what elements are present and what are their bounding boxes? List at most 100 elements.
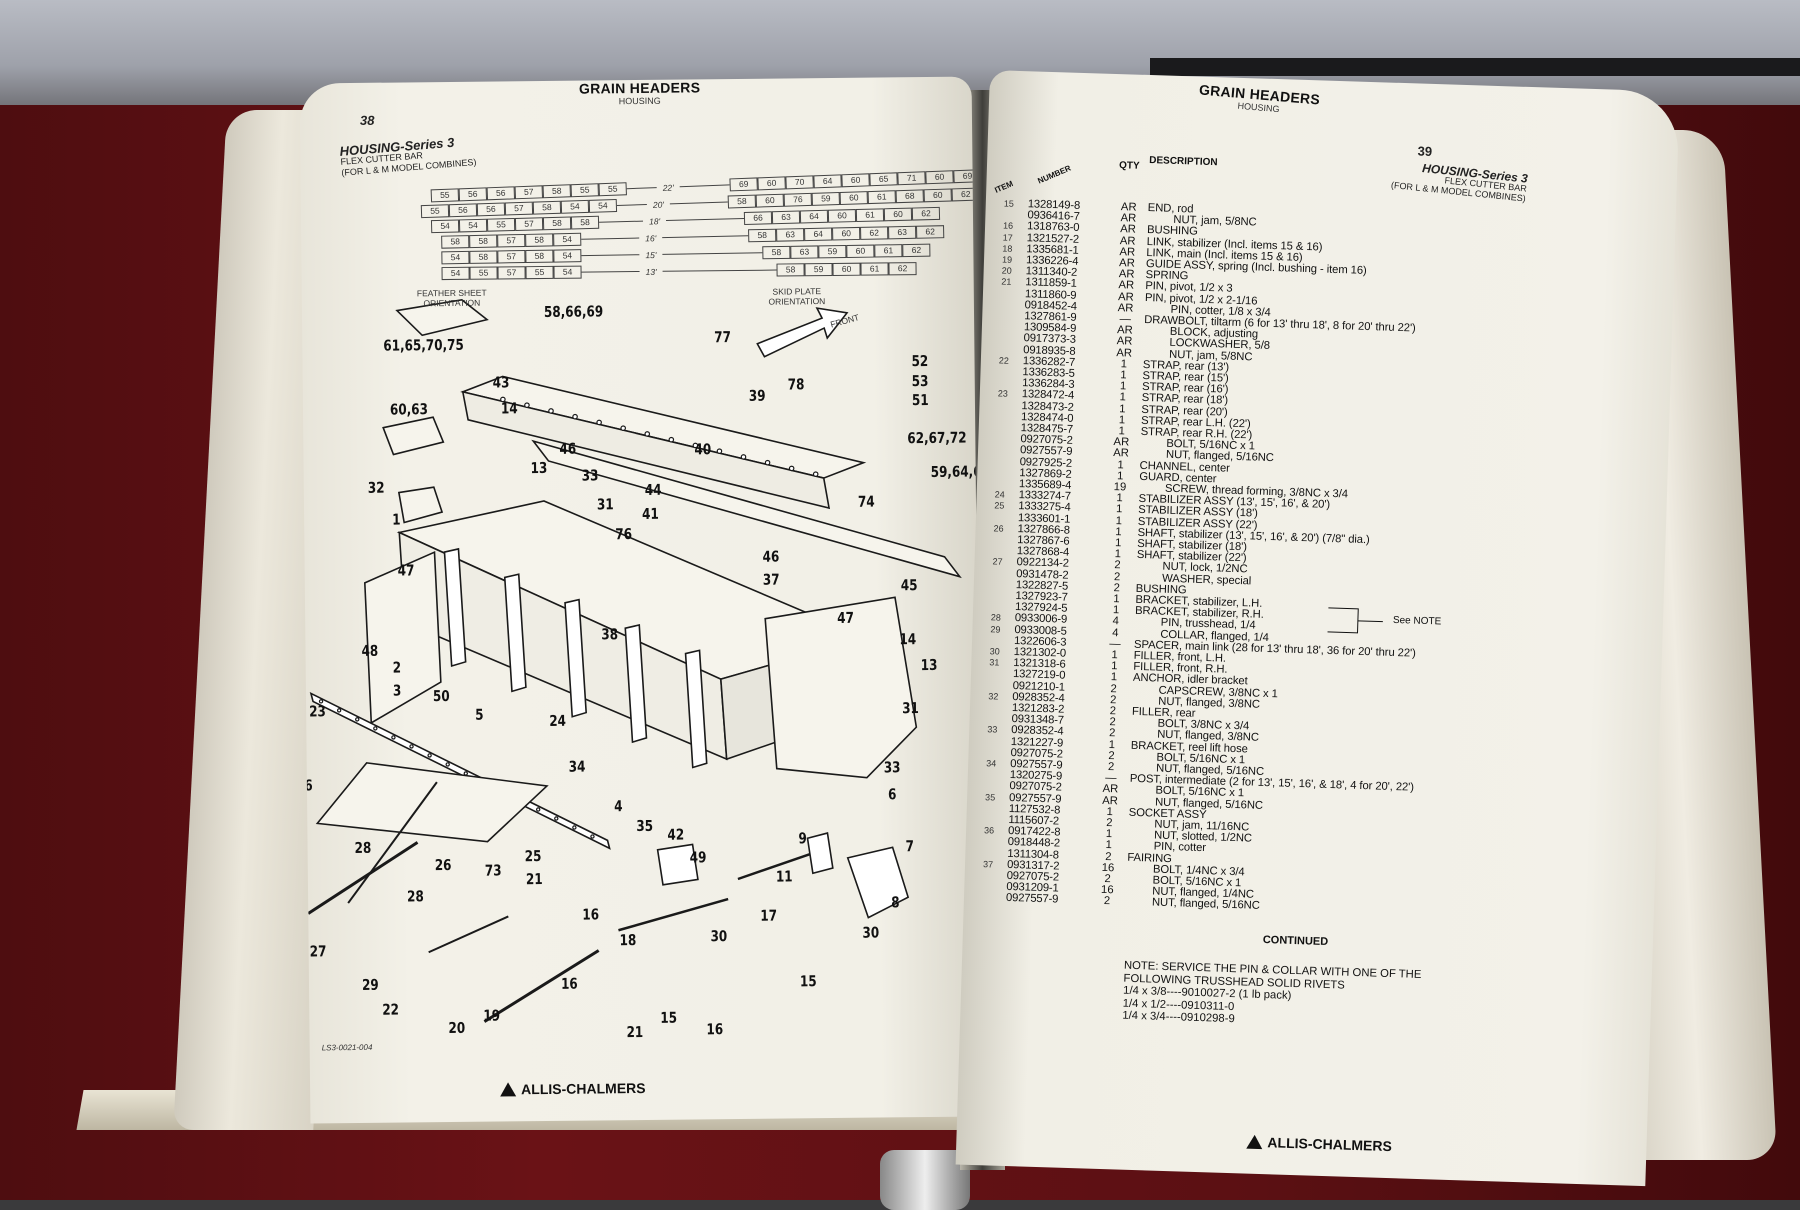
link [484,950,600,1021]
callout-number: 27 [310,945,327,960]
part-item: 26 [993,523,1003,535]
exploded-diagram [300,77,983,1124]
bolt-hole [813,472,817,476]
callout-number: 31 [902,701,919,716]
callout-number: 78 [788,377,805,392]
callout-number: 43 [493,376,510,391]
callout-number: 3 [393,683,402,698]
bolt-hole [410,745,413,748]
right-page: GRAIN HEADERS HOUSING 39 HOUSING-Series … [956,70,1680,1186]
bolt-hole [597,420,601,424]
rod [428,916,508,952]
callout-number: 5 [475,708,484,723]
callout-number: 38 [601,627,618,642]
part-item: 19 [1002,254,1012,266]
bolt-hole [464,772,467,775]
left-page: GRAIN HEADERS HOUSING 38 HOUSING-Series … [300,77,983,1124]
part-item: 34 [986,758,996,770]
part-item: 20 [1002,266,1012,278]
callout-number: 25 [524,849,541,864]
callout-number: 6 [888,787,897,802]
callout-number: 39 [749,389,766,404]
bolt-hole [446,763,449,766]
callout-number: 48 [362,643,379,658]
callout-number: 49 [690,850,707,865]
part-item: 24 [994,490,1004,502]
bolt-hole [428,754,431,757]
col-qty: QTY [1119,160,1140,172]
callout-number: 47 [397,564,414,579]
callout-number: 16 [561,977,578,992]
callout-number: 73 [484,864,501,879]
part-item: 23 [998,389,1008,401]
callout-number: 14 [501,401,518,416]
bolt-hole [621,426,625,430]
callout-number: 20 [448,1021,465,1036]
bolt-hole [717,449,721,453]
col-description: DESCRIPTION [1149,155,1218,168]
callout-number: 22 [382,1002,399,1017]
callout-number: 32 [368,480,385,495]
bolt-hole [765,460,769,464]
callout-number: 34 [568,759,585,774]
callout-number: 24 [549,714,566,729]
feather-sheet-label: FEATHER SHEET ORIENTATION [407,287,497,308]
callout-number: 7 [905,839,914,854]
bolt-hole [573,414,577,418]
callout-number: 23 [309,705,326,720]
callout-number: 46 [762,550,779,565]
callout-number: 9 [799,832,808,847]
bolt-hole [549,409,553,413]
callout-number: 33 [581,469,598,484]
callout-number: 53 [912,374,929,389]
callout-number: 13 [531,461,548,476]
callout-number: 47 [838,611,855,626]
bolt-hole [741,455,745,459]
callout-number: 41 [642,507,659,522]
bolt-hole [645,432,649,436]
part-item: 36 [984,825,994,837]
bolt-hole [789,466,793,470]
main-link [618,899,728,930]
bolt-hole [573,826,576,829]
callout-number: 52 [912,354,929,369]
callout-number: 42 [668,827,685,842]
allis-chalmers-logo-icon [1246,1135,1262,1149]
callout-number: 29 [362,977,379,992]
plate [383,417,443,455]
right-logo: ALLIS-CHALMERS [1246,1134,1392,1155]
col-number: NUMBER [1036,164,1072,186]
continued-label: CONTINUED [1263,934,1329,948]
callout-number: 21 [626,1025,643,1040]
callout-number: 30 [863,925,880,940]
callout-number: 74 [858,495,875,510]
callout-number: 26 [435,858,452,873]
callout-number: 45 [900,578,917,593]
part-item: 35 [985,792,995,804]
bolt-hole [392,736,395,739]
callout-number: 77 [714,330,731,345]
callout-number: 15 [800,974,817,989]
part-qty: 2 [1092,896,1122,908]
part-item: 15 [1004,199,1014,211]
part-item: 28 [991,613,1001,625]
part-description: NUT, flanged, 5/16NC [1152,898,1260,913]
callout-number: 46 [559,442,576,457]
bracket [807,833,832,873]
callout-number: 14 [900,632,917,647]
bolt-hole [591,835,594,838]
callout-number: 16 [582,907,599,922]
callout-number: 76 [615,527,632,542]
front-arrow-icon [757,308,847,357]
left-logo: ALLIS-CHALMERS [500,1080,646,1098]
part-item: 27 [992,557,1002,569]
callout-number: 19 [484,1008,501,1023]
bolt-hole [525,403,529,407]
skid-plate [317,761,548,843]
bolt-hole [356,718,359,721]
callout-number: 35 [637,818,654,833]
callout-number: 21 [526,872,543,887]
background-shelf [1150,58,1800,76]
part-item: 22 [999,355,1009,367]
see-note-label: See NOTE [1393,615,1442,628]
